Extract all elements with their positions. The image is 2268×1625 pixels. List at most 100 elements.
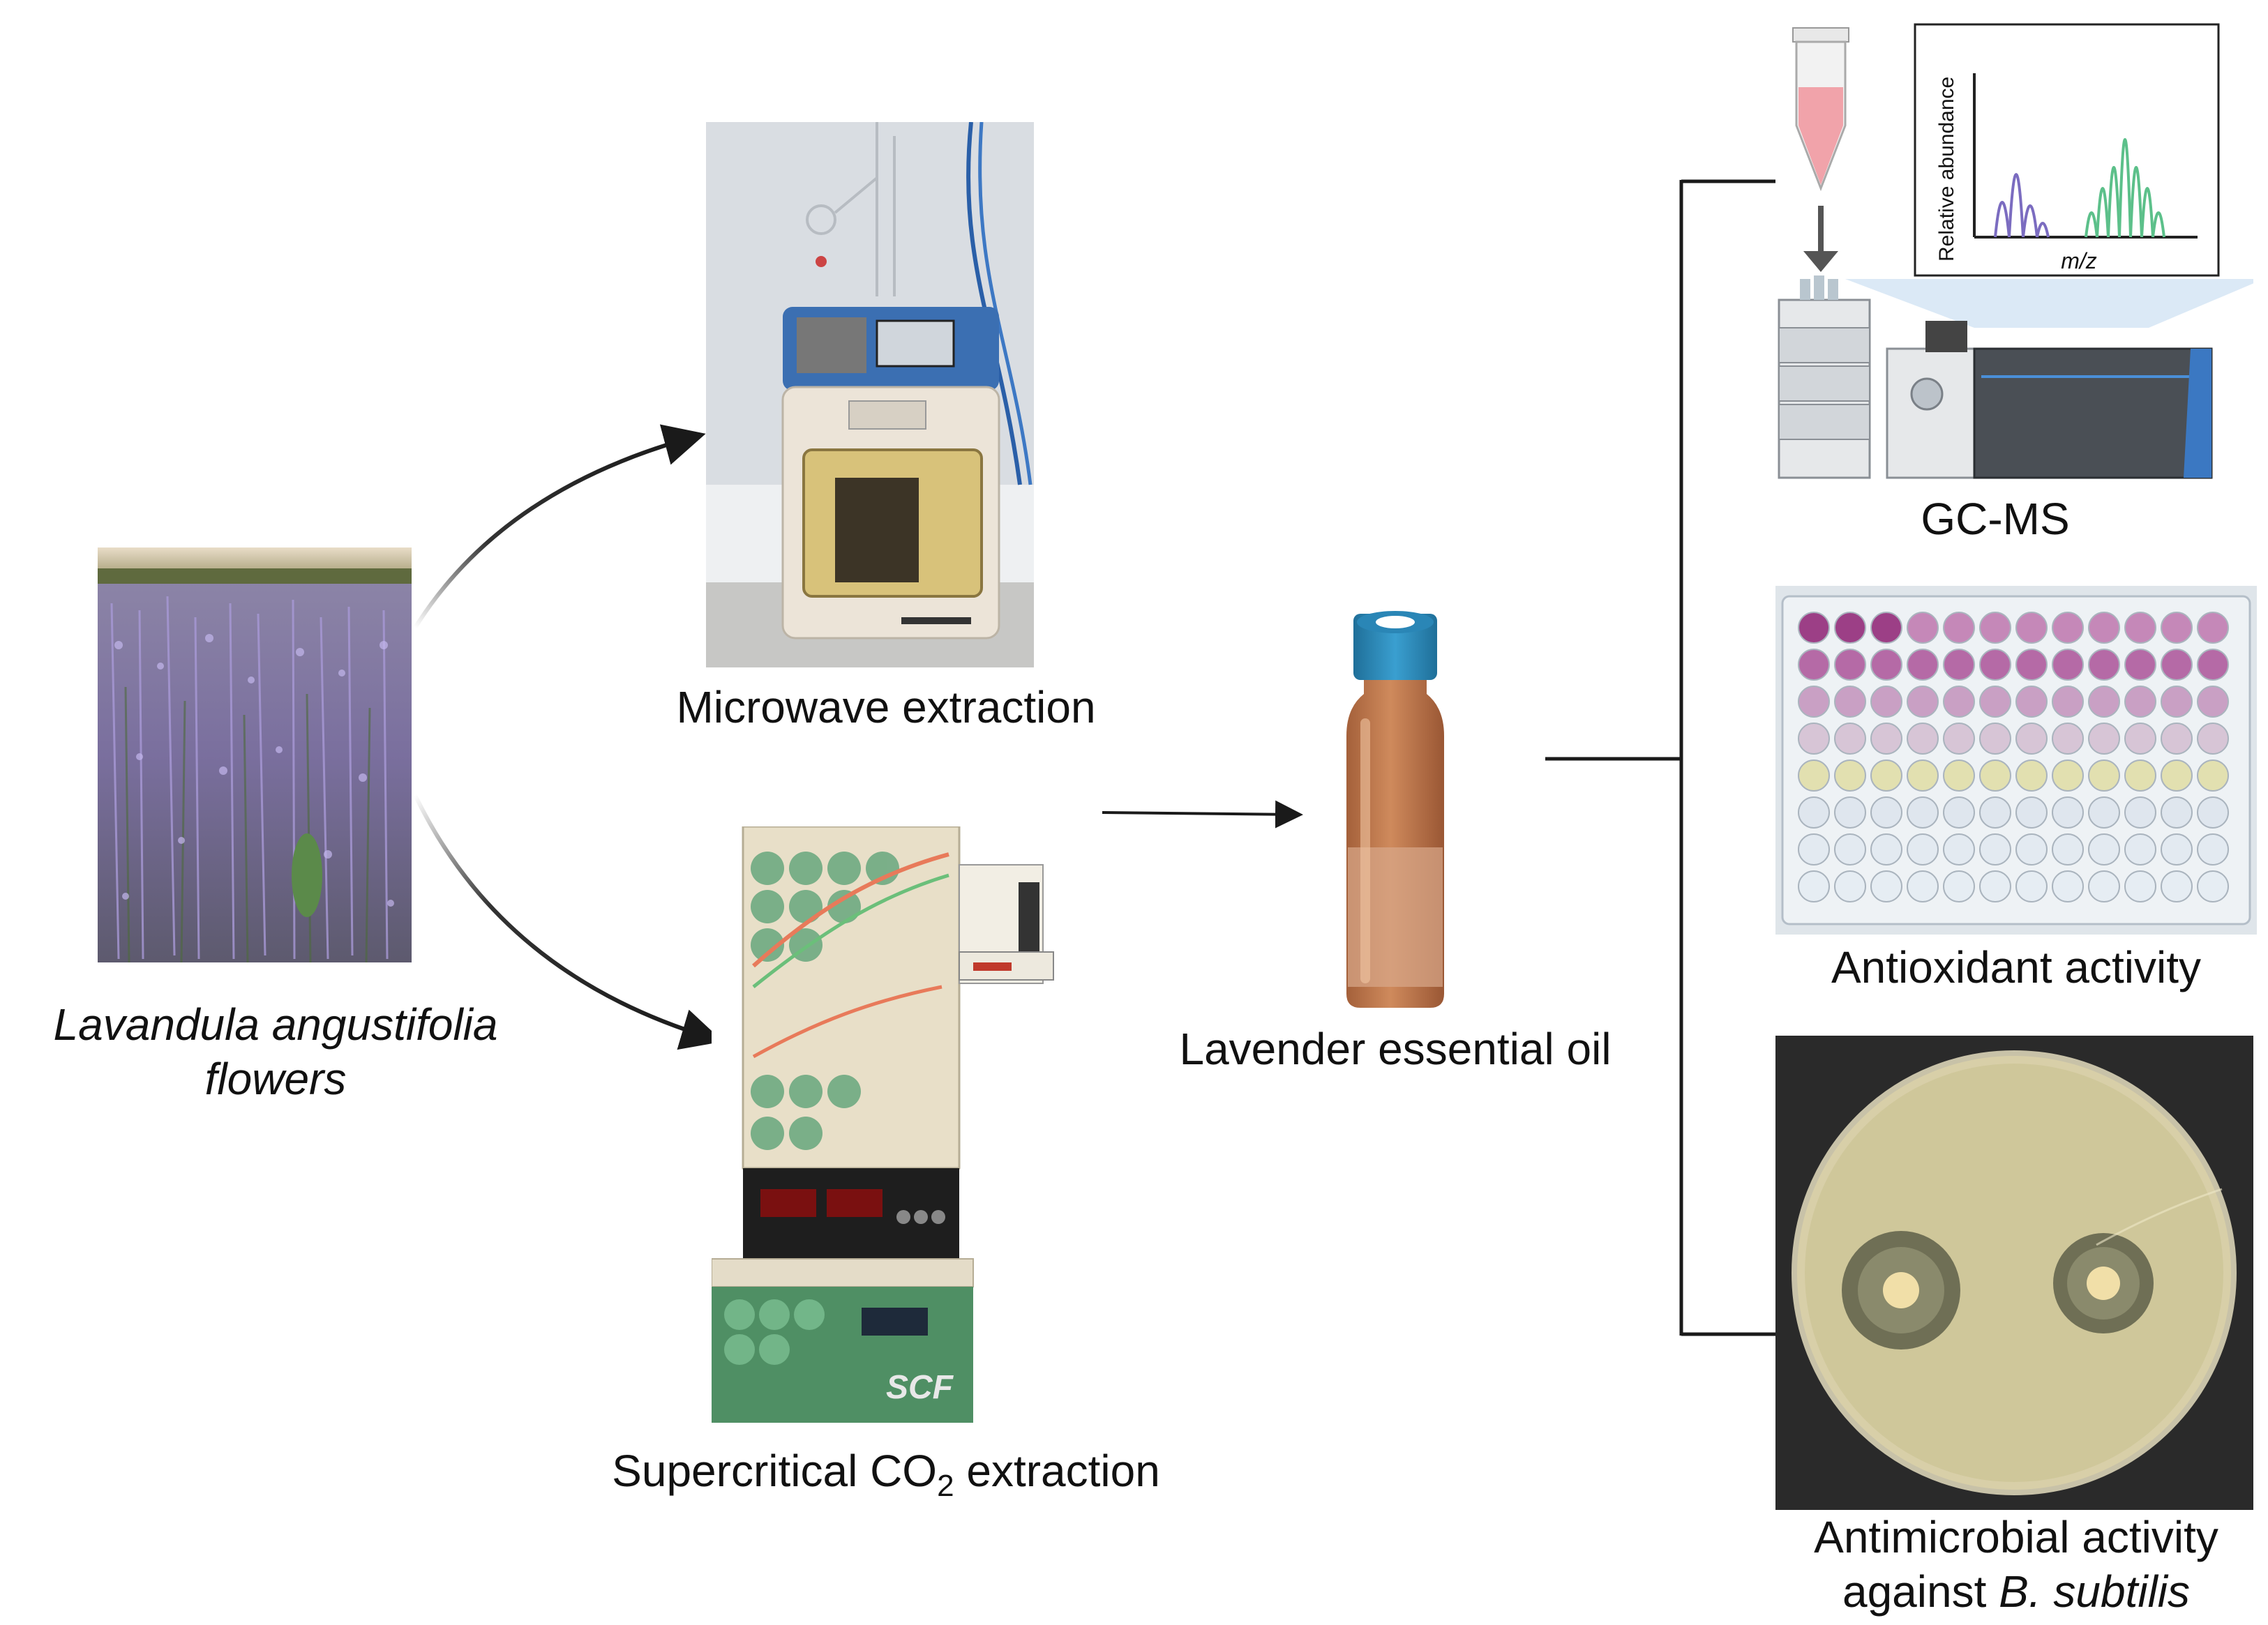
supercritical-label-post: extraction <box>954 1446 1160 1496</box>
plate-well <box>1798 759 1830 792</box>
plate-well <box>1943 796 1975 829</box>
plate-well <box>1870 833 1902 866</box>
microwave-photo <box>706 122 1034 667</box>
plate-well <box>1979 723 2011 755</box>
supercritical-label: Supercritical CO2 extraction <box>530 1444 1242 1513</box>
plate-well <box>2088 759 2120 792</box>
plate-well <box>2015 649 2048 681</box>
plate-well <box>2124 796 2156 829</box>
plate-well <box>1834 796 1866 829</box>
plate-well <box>1943 759 1975 792</box>
plate-well <box>2052 759 2084 792</box>
plate-well <box>1907 612 1939 644</box>
plate-well <box>1834 686 1866 718</box>
antimicrobial-label: Antimicrobial activity against B. subtil… <box>1695 1510 2268 1619</box>
plate-well <box>1979 796 2011 829</box>
plate-well <box>2052 870 2084 902</box>
plate-well <box>1979 649 2011 681</box>
spectrum-xlabel: m/z <box>2061 248 2097 273</box>
plate-well <box>1870 759 1902 792</box>
plate-well <box>1943 833 1975 866</box>
arrow-to-oil <box>1102 800 1303 829</box>
antioxidant-plate-photo <box>1775 586 2257 935</box>
plate-well <box>2124 870 2156 902</box>
antimicrobial-label-organism: B. subtilis <box>1999 1566 2191 1617</box>
plate-well <box>2052 723 2084 755</box>
antimicrobial-label-line1: Antimicrobial activity <box>1814 1512 2218 1562</box>
plate-well <box>1798 870 1830 902</box>
supercritical-label-sub: 2 <box>937 1468 954 1503</box>
plate-well <box>2197 686 2229 718</box>
spectrum-ylabel: Relative abundance <box>1935 77 1958 262</box>
plate-well <box>1870 723 1902 755</box>
plate-well <box>2088 686 2120 718</box>
plate-well <box>2088 612 2120 644</box>
plate-well <box>2015 612 2048 644</box>
plate-well <box>1870 796 1902 829</box>
plate-well <box>2161 759 2193 792</box>
supercritical-label-pre: Supercritical CO <box>612 1446 938 1496</box>
plate-well <box>2015 833 2048 866</box>
plate-well <box>1798 649 1830 681</box>
plate-well <box>1798 612 1830 644</box>
plate-well <box>2124 649 2156 681</box>
plate-well <box>1943 686 1975 718</box>
gcms-label: GC-MS <box>1921 494 2070 544</box>
plate-well <box>2052 796 2084 829</box>
plate-well <box>2197 759 2229 792</box>
plate-well <box>2015 686 2048 718</box>
plate-well <box>2015 870 2048 902</box>
plate-well <box>2088 649 2120 681</box>
source-label-line2: flowers <box>204 1054 347 1104</box>
plate-well <box>1907 870 1939 902</box>
plate-well <box>2052 686 2084 718</box>
plate-well <box>2124 723 2156 755</box>
plate-well <box>2161 723 2193 755</box>
arrow-to-microwave <box>413 424 706 629</box>
plate-well <box>2015 759 2048 792</box>
plate-well <box>2015 796 2048 829</box>
plate-well <box>1979 612 2011 644</box>
plate-well <box>2088 723 2120 755</box>
plate-well <box>2161 833 2193 866</box>
source-label: Lavandula angustifolia flowers <box>21 997 530 1106</box>
plate-well <box>2124 686 2156 718</box>
plate-well <box>2088 833 2120 866</box>
antioxidant-label: Antioxidant activity <box>1831 942 2202 992</box>
oil-label: Lavender essential oil <box>1179 1024 1612 1074</box>
plate-well <box>1798 796 1830 829</box>
plate-well <box>2161 870 2193 902</box>
plate-well <box>1943 723 1975 755</box>
plate-well <box>1798 686 1830 718</box>
plate-well <box>1907 686 1939 718</box>
plate-well <box>2197 649 2229 681</box>
plate-well <box>1834 870 1866 902</box>
plate-well <box>1907 649 1939 681</box>
plate-well <box>1870 649 1902 681</box>
antimicrobial-label-line2: against B. subtilis <box>1695 1564 2268 1619</box>
plate-well <box>1979 759 2011 792</box>
plate-well <box>1834 723 1866 755</box>
antimicrobial-petri-photo <box>1775 1036 2253 1510</box>
plate-well <box>1834 833 1866 866</box>
plate-well <box>1798 723 1830 755</box>
plate-well <box>1907 723 1939 755</box>
microwave-label: Microwave extraction <box>676 682 1096 732</box>
plate-well <box>1907 796 1939 829</box>
plate-well <box>2052 833 2084 866</box>
scf-photo: SCF <box>712 826 1057 1423</box>
plate-well <box>2015 723 2048 755</box>
plate-well <box>1979 870 2011 902</box>
plate-well <box>1870 870 1902 902</box>
plate-well <box>2197 723 2229 755</box>
plate-well <box>2088 870 2120 902</box>
plate-well <box>1870 612 1902 644</box>
plate-well <box>2197 796 2229 829</box>
plate-well <box>2052 649 2084 681</box>
plate-well <box>2161 796 2193 829</box>
plate-well <box>1943 612 1975 644</box>
plate-well <box>2124 833 2156 866</box>
plate-well <box>1943 870 1975 902</box>
plate-well <box>1834 649 1866 681</box>
source-label-line1: Lavandula angustifolia <box>53 999 498 1050</box>
